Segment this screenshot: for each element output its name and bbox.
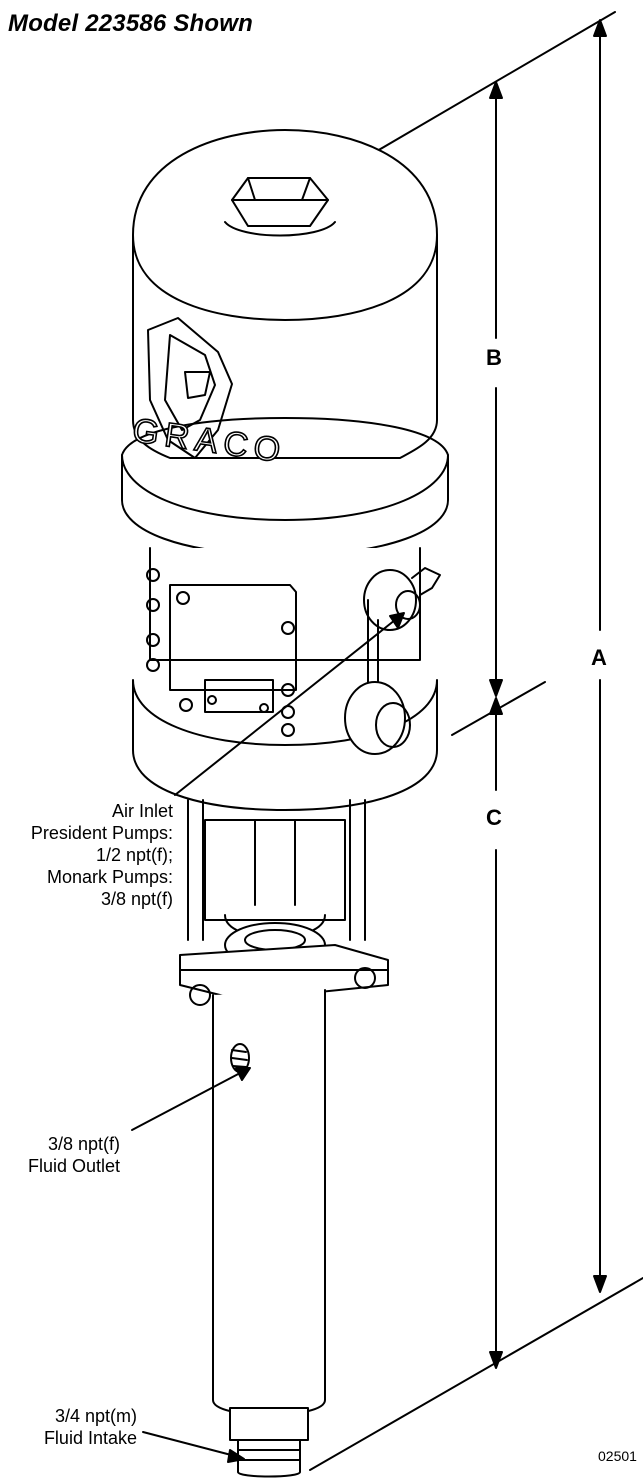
air-motor-collar (121, 417, 449, 556)
callout-fluid-outlet: 3/8 npt(f) Fluid Outlet (27, 1134, 120, 1176)
figure-number: 02501 (598, 1448, 637, 1464)
dimension-label-b: B (483, 345, 505, 371)
dimension-a (593, 19, 607, 1293)
tie-rod-plate (179, 944, 389, 1006)
leader-fluid-intake (142, 1431, 245, 1463)
lower-flange (132, 679, 438, 811)
leader-air-inlet (174, 612, 405, 796)
callout-air-inlet: Air Inlet President Pumps: 1/2 npt(f); M… (30, 801, 173, 909)
dimension-b (489, 81, 503, 697)
dimension-label-c: C (483, 805, 505, 831)
figure-title: Model 223586 Shown (8, 10, 254, 37)
tie-rods (187, 799, 366, 941)
fluid-intake-fitting (229, 1407, 309, 1478)
dimension-label-a: A (588, 645, 610, 671)
callout-fluid-intake: 3/4 npt(m) Fluid Intake (43, 1406, 137, 1448)
graco-logo (147, 317, 233, 459)
pump-cylinder (212, 989, 326, 1416)
dimension-c (489, 697, 503, 1369)
leader-fluid-outlet (131, 1067, 251, 1131)
